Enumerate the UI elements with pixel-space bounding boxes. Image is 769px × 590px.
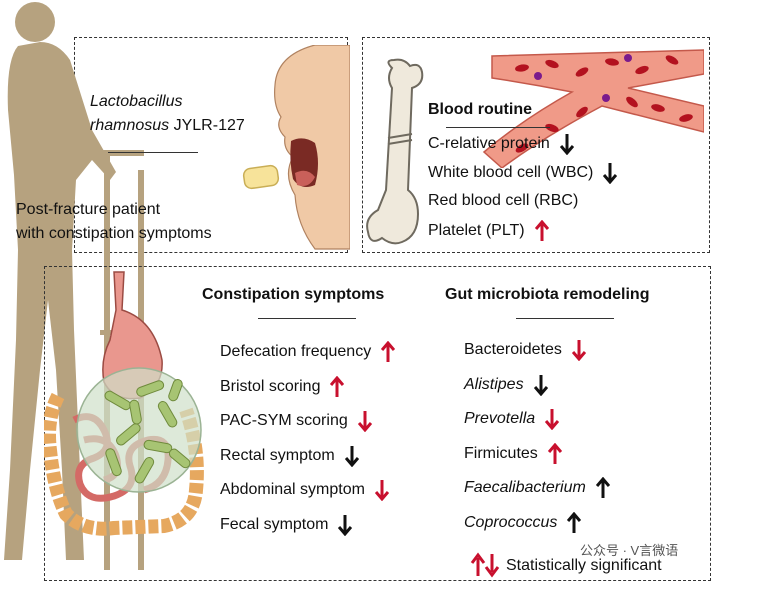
blood-routine-item-label: C-relative protein — [428, 135, 550, 152]
bone-icon — [366, 58, 424, 245]
constipation-divider — [258, 318, 356, 319]
constipation-item: PAC-SYM scoring — [220, 410, 372, 432]
microbiota-item-label: Firmicutes — [464, 444, 538, 462]
probiotic-species: rhamnosus — [90, 117, 170, 134]
constipation-item-label: PAC-SYM scoring — [220, 412, 348, 429]
legend-significant-arrows-icon — [470, 552, 500, 578]
arrow-down-icon — [533, 374, 548, 396]
significant-arrow-up-icon — [381, 341, 396, 362]
constipation-item-label: Bristol scoring — [220, 377, 321, 395]
arrow-down-icon — [559, 134, 574, 155]
significant-arrow-down-icon — [545, 409, 560, 430]
arrow-down-icon — [344, 445, 359, 467]
probiotic-genus: Lactobacillus — [90, 93, 183, 110]
probiotic-divider — [108, 152, 198, 153]
constipation-item-label: Defecation frequency — [220, 343, 372, 360]
patient-description-2: with constipation symptoms — [16, 225, 212, 242]
blood-routine-item: Red blood cell (RBC) — [428, 191, 578, 211]
blood-routine-item-label: White blood cell (WBC) — [428, 164, 594, 181]
watermark: 公众号 · V言微语 — [580, 543, 679, 558]
microbiota-item-label: Alistipes — [464, 375, 524, 393]
patient-description-1: Post-fracture patient — [16, 201, 161, 218]
arrow-down-icon — [338, 514, 353, 536]
arrow-up-icon — [595, 477, 610, 498]
arrow-down-icon — [603, 163, 618, 184]
significant-arrow-down-icon — [374, 480, 389, 501]
microbiota-item-label: Coprococcus — [464, 513, 558, 531]
constipation-item-label: Abdominal symptom — [220, 481, 365, 498]
microbiota-item-label: Faecalibacterium — [464, 479, 586, 496]
significant-arrow-up-icon — [330, 375, 345, 397]
blood-vessel-illustration — [482, 49, 704, 168]
microbiota-item-label: Bacteroidetes — [464, 341, 562, 358]
microbiota-item: Faecalibacterium — [464, 477, 610, 499]
microbiota-item: Firmicutes — [464, 442, 562, 465]
constipation-item-label: Rectal symptom — [220, 446, 335, 464]
significant-arrow-down-icon — [357, 411, 372, 432]
constipation-item: Bristol scoring — [220, 375, 345, 398]
constipation-item: Defecation frequency — [220, 341, 396, 363]
significant-arrow-up-icon — [534, 220, 549, 241]
blood-routine-panel — [362, 37, 710, 253]
blood-routine-item-label: Red blood cell (RBC) — [428, 192, 579, 209]
digestive-tract-illustration — [44, 271, 204, 536]
constipation-title: Constipation symptoms — [202, 286, 385, 303]
microbiota-title: Gut microbiota remodeling — [445, 286, 650, 303]
blood-routine-item: White blood cell (WBC) — [428, 162, 618, 184]
microbiota-item: Bacteroidetes — [464, 339, 586, 361]
legend-label: Statistically significant — [506, 557, 662, 574]
microbiota-item: Coprococcus — [464, 511, 582, 534]
blood-routine-title: Blood routine — [428, 101, 532, 118]
probiotic-species-line: rhamnosus JYLR-127 — [90, 116, 245, 136]
constipation-item: Rectal symptom — [220, 445, 359, 467]
constipation-item: Abdominal symptom — [220, 479, 389, 501]
significant-arrow-down-icon — [571, 340, 586, 361]
constipation-item-label: Fecal symptom — [220, 515, 329, 533]
microbiota-item-label: Prevotella — [464, 410, 536, 427]
arrow-up-icon — [567, 511, 582, 533]
blood-routine-item-label: Platelet (PLT) — [428, 222, 525, 239]
probiotic-strain: JYLR-127 — [173, 117, 245, 134]
microbiota-divider — [516, 318, 614, 319]
blood-routine-item: Platelet (PLT) — [428, 220, 549, 242]
constipation-item: Fecal symptom — [220, 514, 353, 536]
probiotic-capsule-icon — [242, 164, 280, 190]
open-mouth-face-illustration — [274, 45, 350, 250]
blood-routine-item: C-relative protein — [428, 133, 574, 155]
microbiota-item: Alistipes — [464, 374, 548, 396]
blood-routine-divider — [446, 127, 550, 128]
significant-arrow-up-icon — [547, 442, 562, 464]
microbiota-item: Prevotella — [464, 408, 560, 430]
